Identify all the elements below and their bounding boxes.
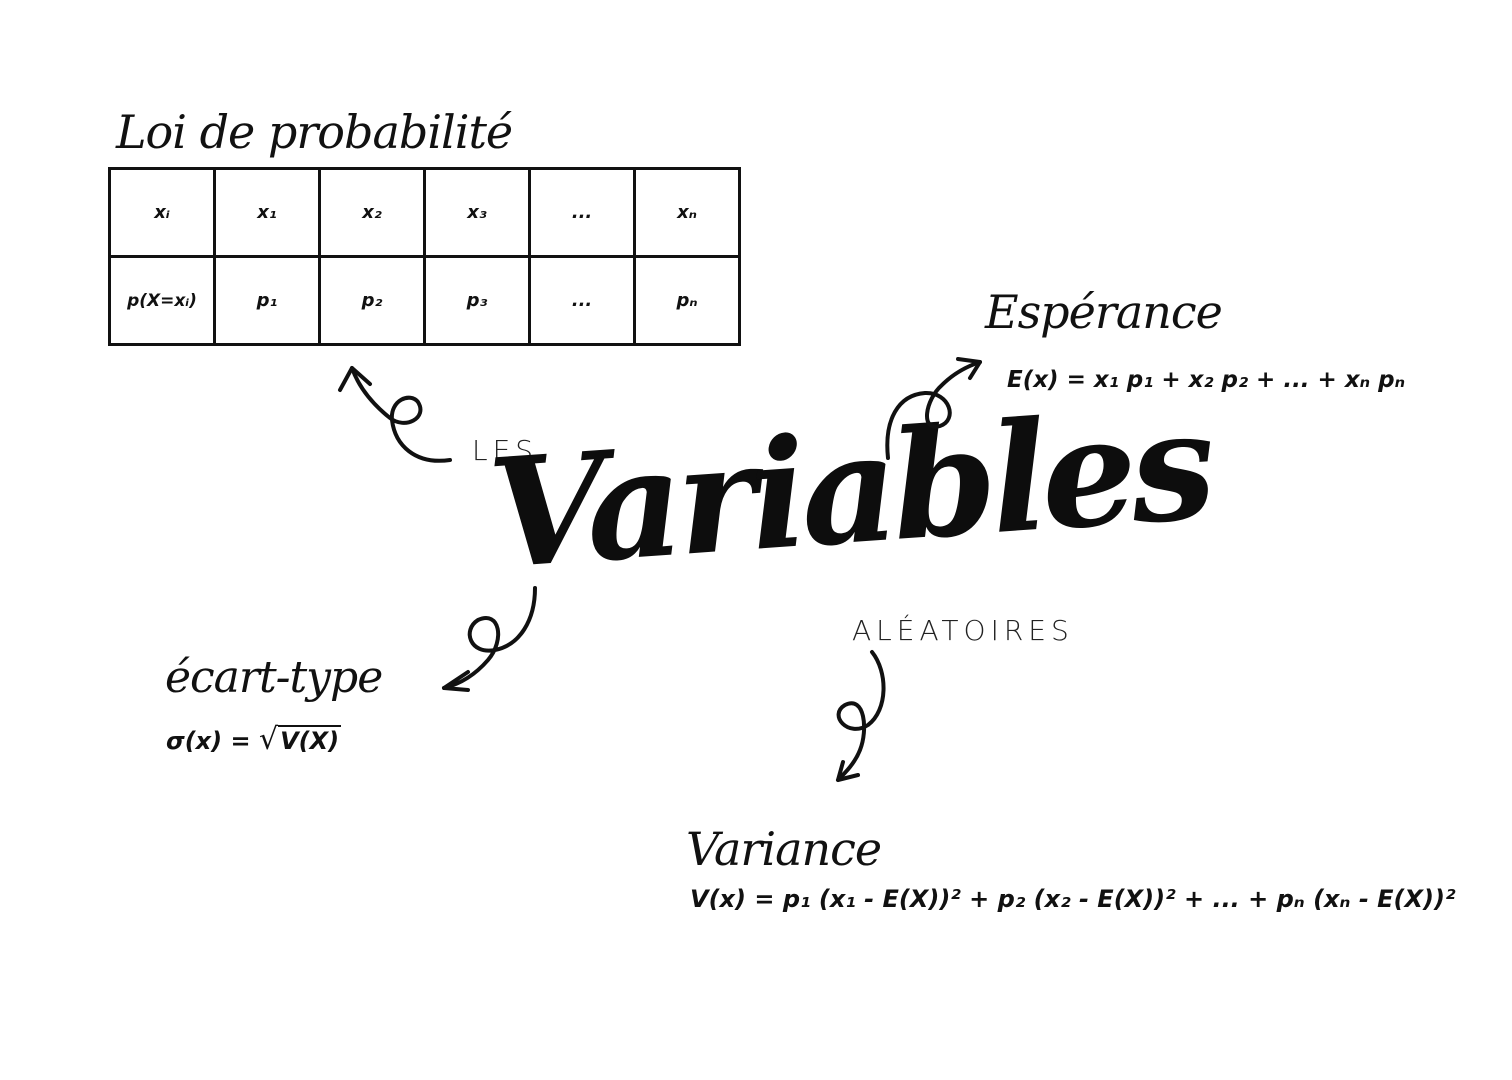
ecart-type-heading: écart-type <box>165 652 383 703</box>
table-cell: p₂ <box>318 255 426 346</box>
table-cell: ... <box>528 255 636 346</box>
table-cell: xᵢ <box>108 167 216 258</box>
arrow-to-ecart-type-icon <box>442 586 537 690</box>
radicand: V(X) <box>278 725 342 755</box>
table-cell: p₁ <box>213 255 321 346</box>
table-cell: x₁ <box>213 167 321 258</box>
table-cell: p(X=xᵢ) <box>108 255 216 346</box>
arrow-to-esperance-icon <box>885 360 982 460</box>
title-suffix: ALÉATOIRES <box>852 614 1074 647</box>
table-cell: p₃ <box>423 255 531 346</box>
table-cell: ... <box>528 167 636 258</box>
arrow-to-variance-head-icon <box>836 760 860 782</box>
table-row-values: xᵢ x₁ x₂ x₃ ... xₙ <box>108 167 741 258</box>
radical-sign: √ <box>258 722 279 757</box>
table-cell: xₙ <box>633 167 741 258</box>
ecart-type-lhs: σ(x) = <box>166 727 259 755</box>
variance-formula: V(x) = p₁ (x₁ - E(X))² + p₂ (x₂ - E(X))²… <box>690 885 1456 913</box>
arrow-to-esperance-head-icon <box>956 357 982 380</box>
table-cell: x₃ <box>423 167 531 258</box>
esperance-heading: Espérance <box>985 285 1223 339</box>
ecart-type-formula: σ(x) = √V(X) <box>166 722 342 757</box>
esperance-formula: E(x) = x₁ p₁ + x₂ p₂ + ... + xₙ pₙ <box>1007 367 1406 393</box>
arrow-to-loi-head-icon <box>338 366 372 392</box>
variance-heading: Variance <box>686 822 882 876</box>
arrow-to-ecart-type-head-icon <box>442 670 470 692</box>
table-cell: pₙ <box>633 255 741 346</box>
table-row-probabilities: p(X=xᵢ) p₁ p₂ p₃ ... pₙ <box>108 255 741 346</box>
arrow-to-variance-icon <box>836 650 886 782</box>
probability-table: xᵢ x₁ x₂ x₃ ... xₙ p(X=xᵢ) p₁ p₂ p₃ ... … <box>108 167 741 346</box>
title-prefix: LES <box>472 434 539 467</box>
arrow-to-loi-icon <box>350 366 452 463</box>
loi-heading: Loi de probabilité <box>116 105 513 159</box>
table-cell: x₂ <box>318 167 426 258</box>
